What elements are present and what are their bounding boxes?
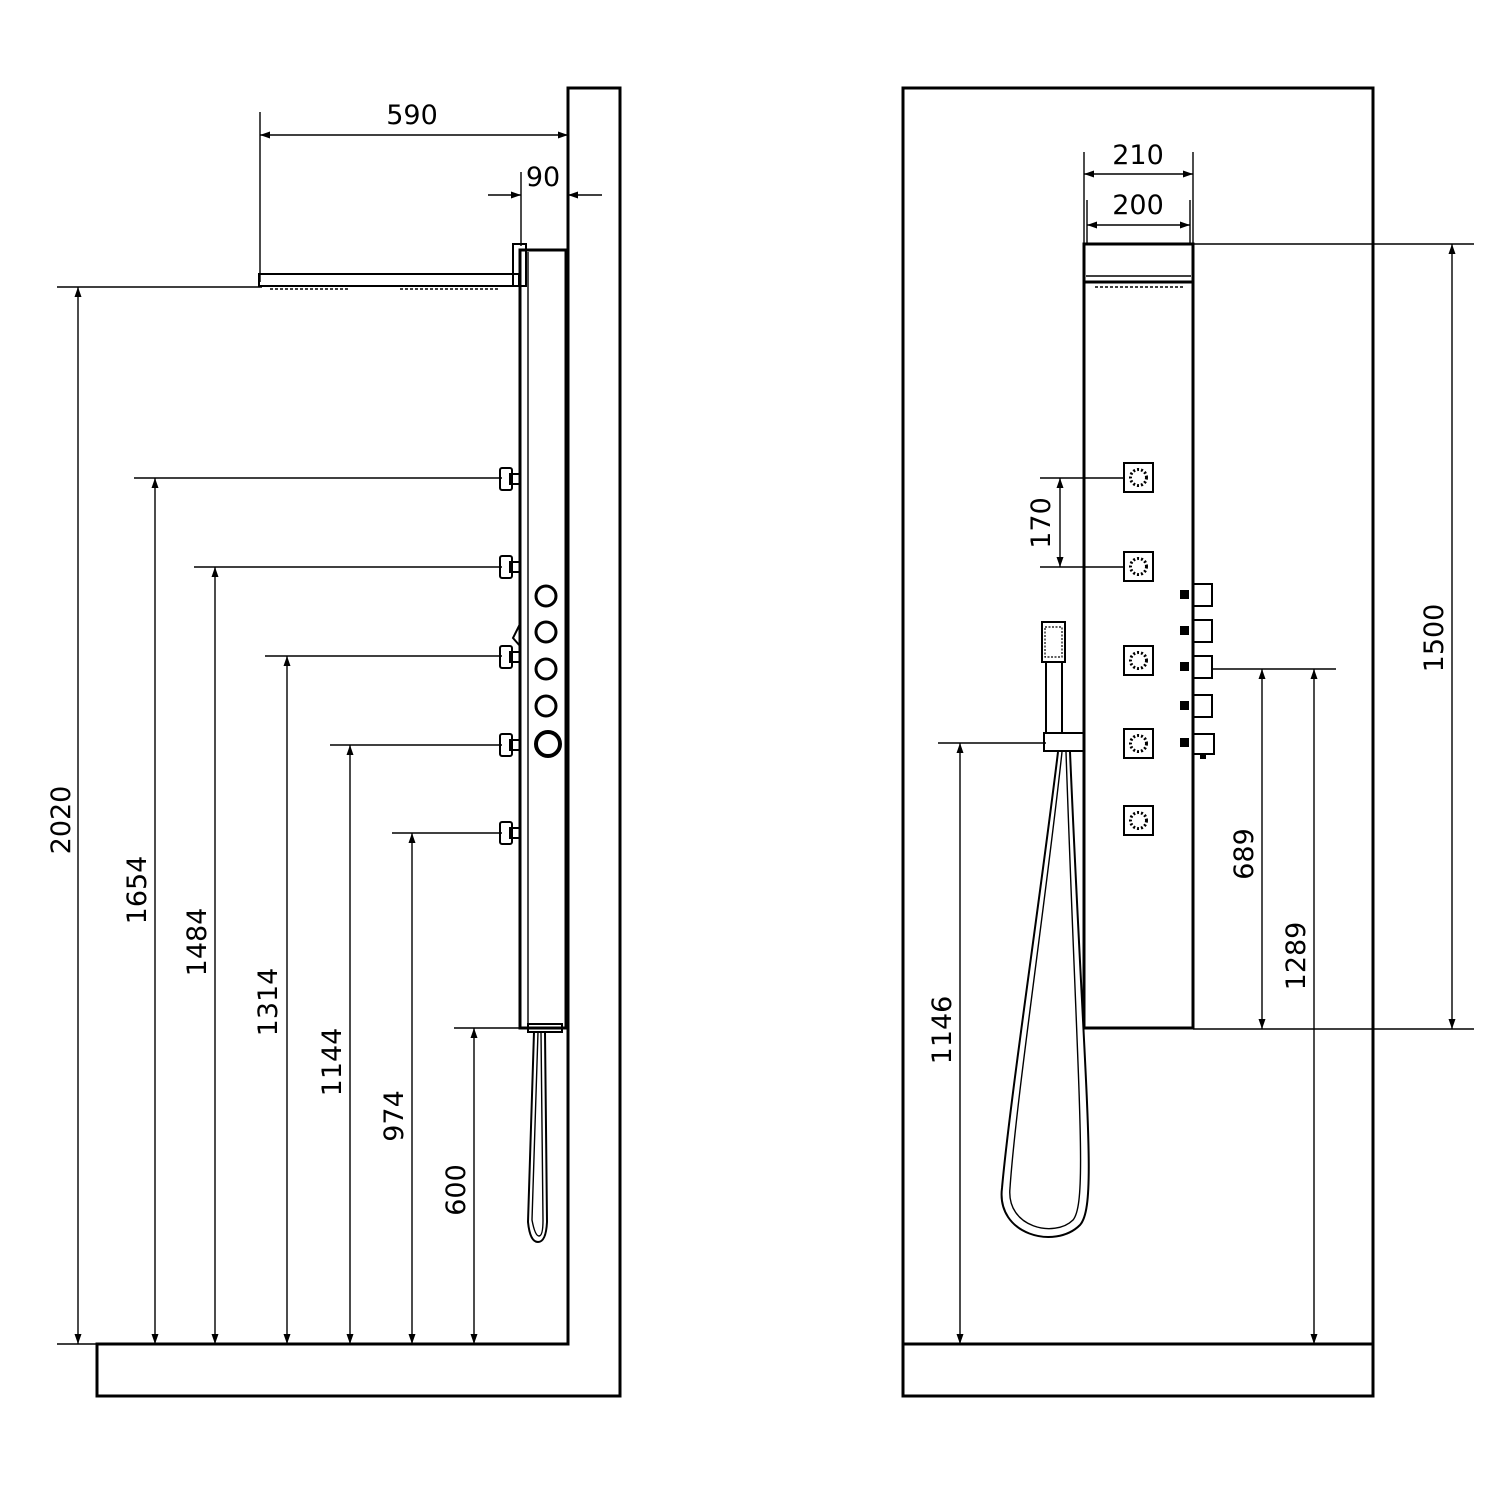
dim-200-label: 200 [1112,190,1164,221]
front-jet-1 [1123,462,1154,493]
shower-arm [258,273,520,287]
front-hose [1000,751,1090,1238]
front-jet-3 [1123,645,1154,676]
dim-1654-label: 1654 [122,856,153,925]
dim-1289-label: 1289 [1281,922,1312,991]
side-jet-5 [499,821,521,845]
dim-1146-label: 1146 [927,996,958,1065]
hand-shower [1041,621,1085,752]
front-jet-5 [1123,805,1154,836]
side-view: 590 90 2020 1654 1484 1314 1144 974 600 [46,86,622,1398]
front-view: 210 200 170 1500 689 1289 1146 [901,86,1474,1398]
dim-210-label: 210 [1112,140,1164,171]
dim-600-label: 600 [441,1164,472,1216]
side-panel-body [518,248,568,1030]
front-shower-head [1082,242,1195,284]
side-control-knobs [534,584,562,758]
front-wall [901,86,1375,1398]
dim-2020-label: 2020 [46,786,77,855]
dim-689-label: 689 [1229,828,1260,880]
dim-1314-label: 1314 [253,968,284,1037]
front-panel-body [1082,242,1195,1030]
side-hose [526,1031,549,1244]
side-jet-4 [499,733,521,757]
dim-590-label: 590 [386,100,438,131]
side-jet-1 [499,467,521,491]
dim-90-label: 90 [526,162,560,193]
side-jet-3 [499,645,521,669]
side-wall-floor [95,86,622,1398]
side-jet-2 [499,555,521,579]
dim-1144-label: 1144 [317,1028,348,1097]
front-control-levers [1180,583,1215,759]
dim-1500-label: 1500 [1419,604,1450,673]
dim-974-label: 974 [379,1090,410,1142]
front-jet-4 [1123,728,1154,759]
front-jet-2 [1123,551,1154,582]
dim-1484-label: 1484 [182,908,213,977]
dim-170-label: 170 [1026,497,1057,549]
